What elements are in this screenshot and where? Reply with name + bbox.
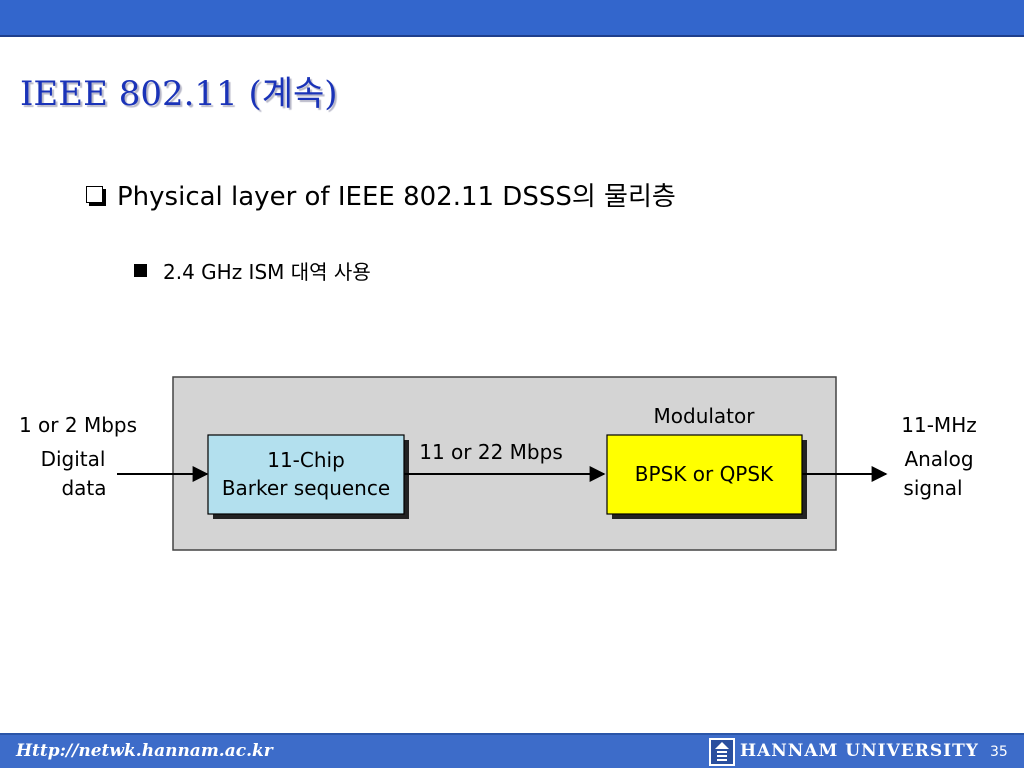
- modulator-label: Modulator: [654, 404, 756, 428]
- footer-url-link[interactable]: Http://netwk.hannam.ac.kr: [16, 741, 273, 761]
- bullet-level2: 2.4 GHz ISM 대역 사용: [134, 256, 371, 285]
- input-rate-label: 1 or 2 Mbps: [19, 413, 137, 437]
- bullet-level1: Physical layer of IEEE 802.11 DSSS의 물리층: [86, 176, 676, 213]
- mid-rate-label: 11 or 22 Mbps: [419, 440, 563, 464]
- input-label-digital: Digital: [41, 447, 106, 471]
- bullet-level1-text: Physical layer of IEEE 802.11 DSSS의 물리층: [117, 182, 676, 212]
- modulator-box-text: BPSK or QPSK: [635, 462, 774, 486]
- dsss-block-diagram: 1 or 2 Mbps Digital data 11-Chip Barker …: [19, 376, 977, 551]
- slide-title: IEEE 802.11 (계속): [20, 74, 338, 114]
- chip-box-line1: 11-Chip: [267, 448, 345, 472]
- output-label-signal: signal: [903, 476, 962, 500]
- filled-square-bullet-icon: [134, 264, 147, 277]
- output-rate-label: 11-MHz: [901, 413, 976, 437]
- bpsk-qpsk-box: [606, 434, 803, 515]
- hannam-logo-icon: [709, 738, 735, 766]
- output-label-analog: Analog: [904, 447, 973, 471]
- square-bullet-icon: [86, 186, 103, 203]
- input-label-data: data: [61, 476, 106, 500]
- page-number: 35: [990, 744, 1008, 760]
- barker-sequence-box: [207, 434, 405, 515]
- bullet-level2-text: 2.4 GHz ISM 대역 사용: [163, 260, 371, 284]
- chip-box-line2: Barker sequence: [222, 476, 390, 500]
- footer-bar: Http://netwk.hannam.ac.kr HANNAM UNIVERS…: [0, 733, 1024, 768]
- top-header-bar: [0, 0, 1024, 37]
- footer-university-name: HANNAM UNIVERSITY: [740, 741, 979, 761]
